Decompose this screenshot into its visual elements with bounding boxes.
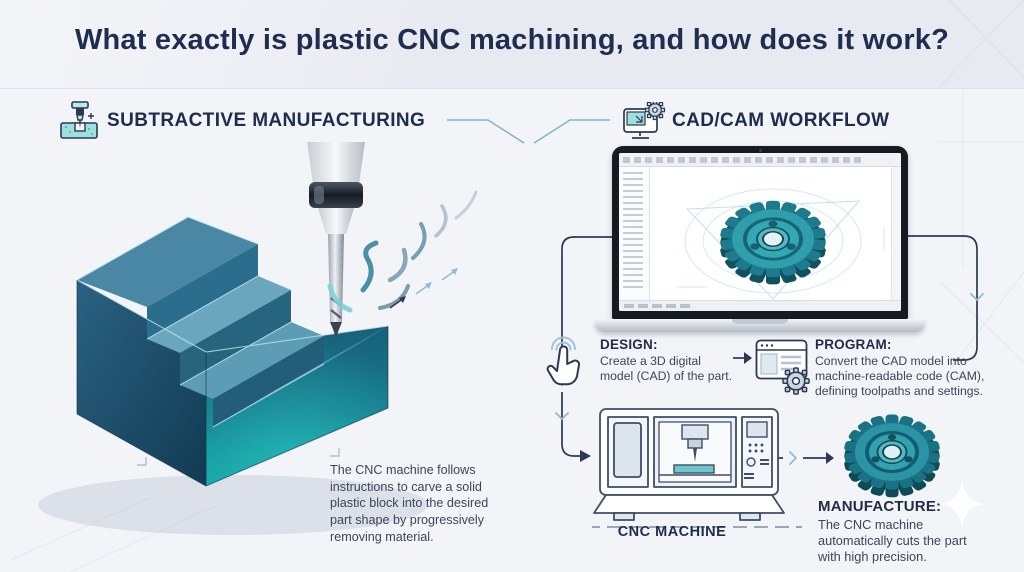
cad-status-bar (619, 300, 901, 311)
background-pattern (9, 0, 1024, 572)
cad-gear-model (677, 188, 885, 300)
cad-toolbar (619, 153, 901, 167)
plastic-block-illustration (38, 142, 478, 535)
laptop-screen (612, 146, 908, 320)
cnc-machine-label: CNC MACHINE (617, 524, 727, 540)
laptop-base (595, 319, 925, 332)
title-highlight: plastic CNC machining (295, 24, 616, 56)
milling-tool-block-icon (60, 101, 98, 139)
workflow-heading: CAD/CAM WORKFLOW (672, 110, 890, 131)
browser-gear-icon (755, 339, 810, 395)
manufacture-description: The CNC machine automatically cuts the p… (818, 517, 967, 564)
laptop-illustration (595, 146, 925, 332)
manufacture-label: MANUFACTURE: (818, 498, 942, 515)
program-label: PROGRAM: (815, 337, 892, 352)
cad-side-toolbar (891, 167, 901, 300)
program-description: Convert the CAD model into machine-reada… (815, 354, 985, 399)
design-step: DESIGN: Create a 3D digital model (CAD) … (600, 337, 736, 384)
header-band (0, 0, 1024, 89)
webcam-dot (758, 148, 762, 152)
finished-gear-illustration (844, 414, 940, 498)
cnc-machine-illustration (592, 408, 802, 528)
subtractive-caption: The CNC machine follows instructions to … (330, 463, 489, 544)
tap-hand-icon (546, 336, 581, 386)
sparkle-decoration (939, 480, 985, 528)
page-title: What exactly is plastic CNC machining, a… (0, 24, 1024, 57)
title-pre: What exactly is (74, 24, 296, 56)
program-step: PROGRAM: Convert the CAD model into mach… (815, 337, 985, 399)
cad-feature-tree (619, 167, 650, 300)
cad-software-window (619, 153, 901, 311)
design-description: Create a 3D digital model (CAD) of the p… (600, 354, 733, 384)
monitor-gear-icon (623, 102, 666, 139)
manufacture-step: MANUFACTURE: The CNC machine automatical… (818, 498, 990, 565)
title-post: , and how does it work? (615, 24, 950, 56)
subtractive-heading: SUBTRACTIVE MANUFACTURING (107, 110, 426, 131)
design-label: DESIGN: (600, 337, 658, 352)
